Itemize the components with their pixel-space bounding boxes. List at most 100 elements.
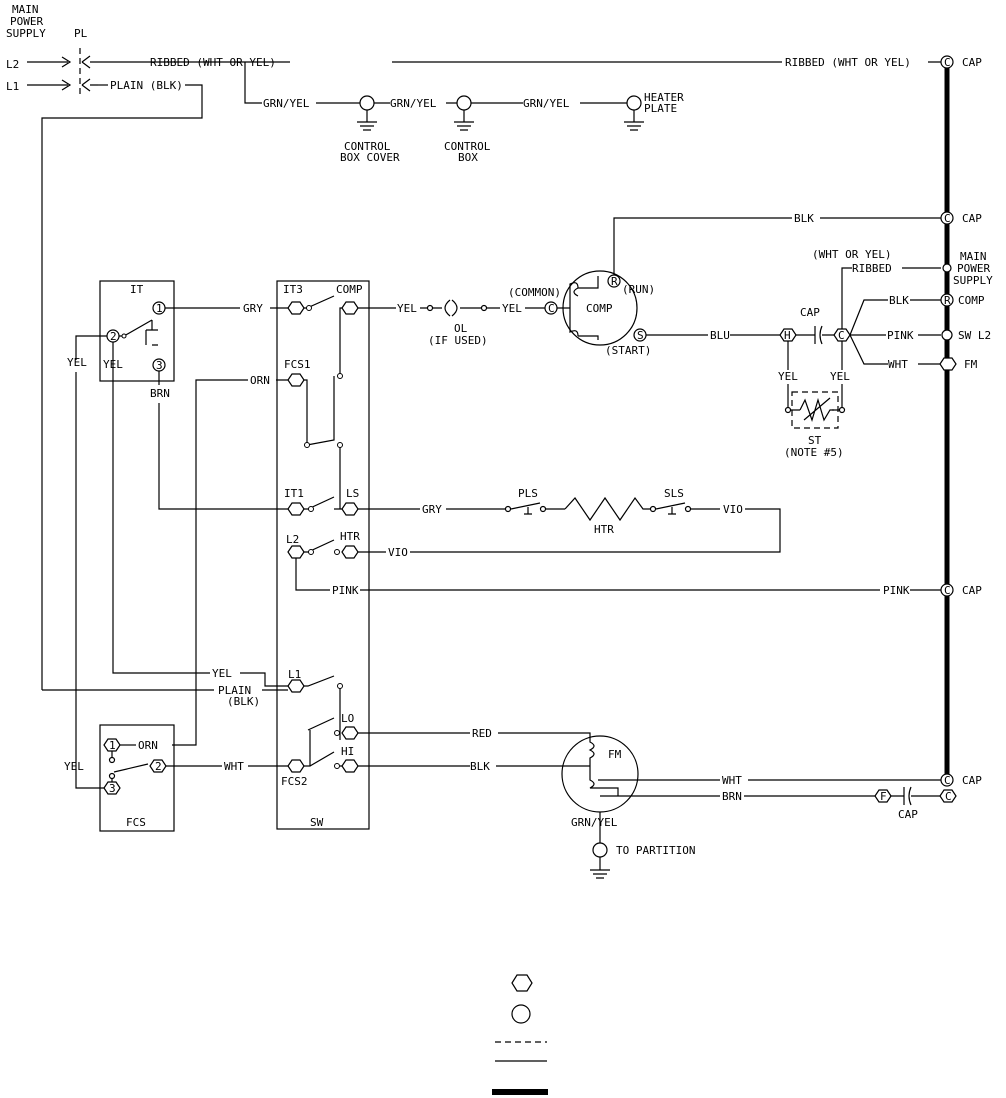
mps-line1: MAIN <box>12 3 39 16</box>
comp-label: COMP <box>586 302 613 315</box>
it-title: IT <box>130 283 144 296</box>
mps-line3: SUPPLY <box>6 27 46 40</box>
mps-line2: POWER <box>10 15 43 28</box>
svg-text:2: 2 <box>110 330 117 343</box>
run-cap-label: CAP <box>800 306 820 319</box>
sw-hi: HI <box>341 745 354 758</box>
heater-pink-right: PINK <box>883 584 910 597</box>
heater-vio2: VIO <box>388 546 408 559</box>
fcs-title: FCS <box>126 816 146 829</box>
ribbed-left-label: RIBBED (WHT OR YEL) <box>150 56 276 69</box>
fm-cap2: CAP <box>898 808 918 821</box>
sw-orn: ORN <box>250 374 270 387</box>
svg-text:1: 1 <box>109 739 116 752</box>
st-label: ST <box>808 434 822 447</box>
heater-pink: PINK <box>332 584 359 597</box>
cap-blk: BLK <box>889 294 909 307</box>
cap-fm: FM <box>964 358 978 371</box>
heater-plate-2: PLATE <box>644 102 677 115</box>
grnyel-3: GRN/YEL <box>523 97 570 110</box>
comp-start-label: (START) <box>605 344 651 357</box>
ground-terminal-heater <box>626 95 642 111</box>
fm-label: FM <box>608 748 622 761</box>
heater-vio1: VIO <box>723 503 743 516</box>
comp-blu: BLU <box>710 329 730 342</box>
cap-pink: PINK <box>887 329 914 342</box>
mps-right-3: SUPPLY <box>953 274 993 287</box>
st-yel-right: YEL <box>830 370 850 383</box>
cap-label-top: CAP <box>962 56 982 69</box>
comp-blk: BLK <box>794 212 814 225</box>
svg-text:2: 2 <box>155 760 162 773</box>
heater-pls: PLS <box>518 487 538 500</box>
mps-right-2: POWER <box>957 262 990 275</box>
lower-blk2: BLK <box>470 760 490 773</box>
sw-it1: IT1 <box>284 487 304 500</box>
svg-text:3: 3 <box>156 359 163 372</box>
heater-plate-1: HEATER <box>644 91 684 104</box>
plain-blk-label: PLAIN (BLK) <box>110 79 183 92</box>
lower-red: RED <box>472 727 492 740</box>
lower-blk: (BLK) <box>227 695 260 708</box>
ribbed-right-label: RIBBED (WHT OR YEL) <box>785 56 911 69</box>
heater-cap: CAP <box>962 584 982 597</box>
pl-label: PL <box>74 27 88 40</box>
sw-fcs1: FCS1 <box>284 358 311 371</box>
control-box-2: BOX <box>458 151 478 164</box>
fcs-box <box>99 724 175 832</box>
svg-text:C: C <box>944 584 951 597</box>
lower-orn: ORN <box>138 739 158 752</box>
lower-wht: WHT <box>224 760 244 773</box>
it-yel-outer: YEL <box>67 356 87 369</box>
sw-htr: HTR <box>340 530 360 543</box>
fm-cap: CAP <box>962 774 982 787</box>
l1-label: L1 <box>6 80 19 93</box>
comp-yel-1: YEL <box>397 302 417 315</box>
legend-hexagon-icon <box>511 974 533 992</box>
svg-text:F: F <box>880 790 887 803</box>
sw-l1: L1 <box>288 668 301 681</box>
sw-title: SW <box>310 816 324 829</box>
cap-comp: COMP <box>958 294 985 307</box>
it-gry: GRY <box>243 302 263 315</box>
st-yel-left: YEL <box>778 370 798 383</box>
svg-text:S: S <box>637 329 644 342</box>
cap-wht: WHT <box>888 358 908 371</box>
svg-text:C: C <box>944 56 951 69</box>
lower-yel: YEL <box>212 667 232 680</box>
grnyel-2: GRN/YEL <box>390 97 437 110</box>
lower-yel-fcs: YEL <box>64 760 84 773</box>
sw-it3: IT3 <box>283 283 303 296</box>
fm-wht: WHT <box>722 774 742 787</box>
svg-text:C: C <box>945 790 952 803</box>
fm-brn: BRN <box>722 790 742 803</box>
sw-lo: LO <box>341 712 354 725</box>
control-box-cover-1: CONTROL <box>344 140 391 153</box>
to-partition: TO PARTITION <box>616 844 695 857</box>
it-box <box>99 280 175 382</box>
main-power-supply-top: MAIN POWER SUPPLY PL L2 L1 <box>6 3 88 93</box>
svg-text:R: R <box>944 294 951 307</box>
sw-box <box>276 280 370 830</box>
legend-circle-icon <box>511 1004 531 1024</box>
sw-comp: COMP <box>336 283 363 296</box>
st-note: (NOTE #5) <box>784 446 844 459</box>
svg-text:C: C <box>944 774 951 787</box>
comp-common-label: (COMMON) <box>508 286 561 299</box>
ground-terminal-box <box>456 95 472 111</box>
svg-text:C: C <box>838 329 845 342</box>
sw-l2: L2 <box>286 533 299 546</box>
ol-if-used: (IF USED) <box>428 334 488 347</box>
fm-grn-yel: GRN/YEL <box>571 816 618 829</box>
plug-pl <box>27 48 148 98</box>
fan-motor <box>561 735 639 813</box>
partition-ground-terminal <box>592 842 608 858</box>
grnyel-1: GRN/YEL <box>263 97 310 110</box>
ol-label: OL <box>454 322 468 335</box>
svg-text:H: H <box>784 329 791 342</box>
it-brn: BRN <box>150 387 170 400</box>
cap-sw-l2: SW L2 <box>958 329 991 342</box>
svg-text:R: R <box>611 275 618 288</box>
control-box-cover-2: BOX COVER <box>340 151 400 164</box>
